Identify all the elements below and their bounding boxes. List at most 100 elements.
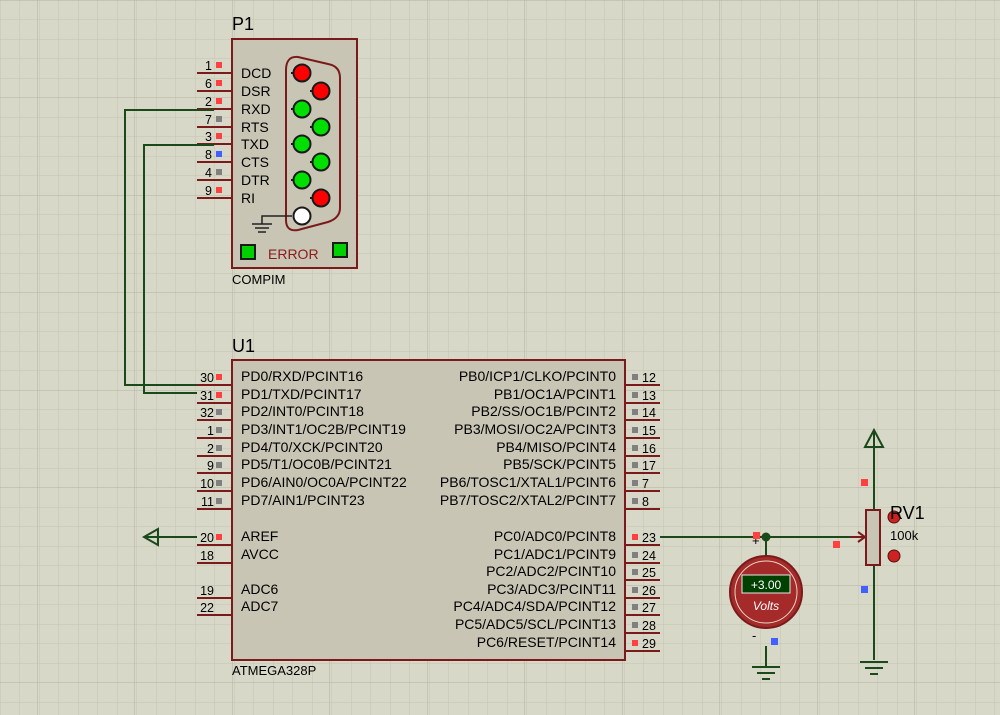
u1-pin-number: 27 bbox=[642, 601, 656, 615]
ground-rv1-icon bbox=[860, 661, 888, 675]
u1-pin-state-marker bbox=[632, 445, 638, 451]
u1-pin-state-marker bbox=[216, 462, 222, 468]
p1-pin-state-marker bbox=[216, 62, 222, 68]
u1-pin-number: 25 bbox=[642, 566, 656, 580]
wire-rxd-to-pd0[interactable] bbox=[124, 109, 214, 386]
u1-type-label: ATMEGA328P bbox=[232, 663, 316, 678]
power-terminal-icon[interactable] bbox=[863, 427, 885, 448]
voltmeter-plus-label: + bbox=[752, 533, 760, 548]
p1-pin-state-marker bbox=[216, 187, 222, 193]
u1-pin-number: 28 bbox=[642, 619, 656, 633]
u1-pin-state-marker bbox=[216, 480, 222, 486]
p1-pin-number: 4 bbox=[205, 166, 212, 180]
u1-pin-state-marker bbox=[632, 622, 638, 628]
u1-pin-state-marker bbox=[632, 587, 638, 593]
u1-pin-number: 24 bbox=[642, 549, 656, 563]
u1-body[interactable] bbox=[231, 359, 626, 661]
p1-pin-state-marker bbox=[216, 98, 222, 104]
u1-pin-number: 1 bbox=[207, 424, 214, 438]
u1-pin-number: 17 bbox=[642, 459, 656, 473]
voltmeter-unit: Volts bbox=[753, 599, 779, 613]
u1-pin-name: PC1/ADC1/PCINT9 bbox=[494, 546, 616, 562]
u1-pin-25[interactable]: 25 PC2/ADC2/PCINT10 bbox=[486, 563, 660, 581]
u1-pin-number: 9 bbox=[207, 459, 214, 473]
aref-terminal-icon[interactable] bbox=[141, 527, 159, 547]
u1-pin-state-marker bbox=[632, 374, 638, 380]
u1-pin-number: 8 bbox=[642, 495, 649, 509]
u1-pin-7[interactable]: 7 PB6/TOSC1/XTAL1/PCINT6 bbox=[440, 474, 660, 492]
rv1-potentiometer[interactable]: RV1 100k bbox=[833, 479, 925, 593]
u1-pin-name: PB6/TOSC1/XTAL1/PCINT6 bbox=[440, 474, 616, 490]
u1-pin-state-marker bbox=[632, 480, 638, 486]
u1-pin-number: 14 bbox=[642, 406, 656, 420]
u1-pin-state-marker bbox=[216, 534, 222, 540]
u1-pin-number: 11 bbox=[201, 495, 214, 509]
p1-pin-name: RTS bbox=[241, 119, 269, 135]
error-label: ERROR bbox=[268, 246, 319, 262]
u1-pin-state-marker bbox=[632, 392, 638, 398]
u1-pin-state-marker bbox=[216, 427, 222, 433]
u1-pin-state-marker bbox=[632, 498, 638, 504]
u1-pin-name: PC0/ADC0/PCINT8 bbox=[494, 528, 616, 544]
u1-pin-number: 7 bbox=[642, 477, 649, 491]
u1-pin-name: PD0/RXD/PCINT16 bbox=[241, 368, 363, 384]
u1-pin-number: 12 bbox=[642, 371, 656, 385]
voltmeter[interactable]: +3.00 Volts + - bbox=[729, 532, 803, 645]
rv1-increase-button[interactable] bbox=[887, 510, 901, 524]
led-cts bbox=[311, 152, 331, 172]
u1-pin-state-marker bbox=[632, 640, 638, 646]
rv1-wiper-marker bbox=[833, 541, 840, 548]
u1-pin-state-marker bbox=[632, 569, 638, 575]
ground-voltmeter-icon bbox=[752, 665, 780, 680]
u1-pin-name: PB1/OC1A/PCINT1 bbox=[494, 386, 616, 402]
p1-pin-number: 3 bbox=[205, 130, 212, 144]
u1-pin-number: 29 bbox=[642, 637, 656, 651]
p1-pin-state-marker bbox=[216, 133, 222, 139]
p1-pin-name: DSR bbox=[241, 83, 271, 99]
u1-pin-24[interactable]: 24 PC1/ADC1/PCINT9 bbox=[494, 546, 660, 564]
rv1-decrease-button[interactable] bbox=[887, 549, 901, 563]
u1-pin-name: PC2/ADC2/PCINT10 bbox=[486, 563, 616, 579]
voltmeter-plus-marker bbox=[753, 532, 760, 539]
p1-pin-number: 7 bbox=[205, 113, 212, 127]
u1-pin-number: 18 bbox=[200, 549, 214, 563]
wire-txd-to-pd1[interactable] bbox=[143, 144, 214, 394]
u1-pin-29[interactable]: 29 PC6/RESET/PCINT14 bbox=[477, 634, 660, 652]
u1-pin-name: PC6/RESET/PCINT14 bbox=[477, 634, 616, 650]
p1-pin-rts[interactable]: 7 RTS bbox=[197, 113, 269, 135]
rv1-value-label: 100k bbox=[890, 528, 919, 543]
rv1-body[interactable] bbox=[865, 509, 881, 566]
led-rts bbox=[311, 117, 331, 137]
